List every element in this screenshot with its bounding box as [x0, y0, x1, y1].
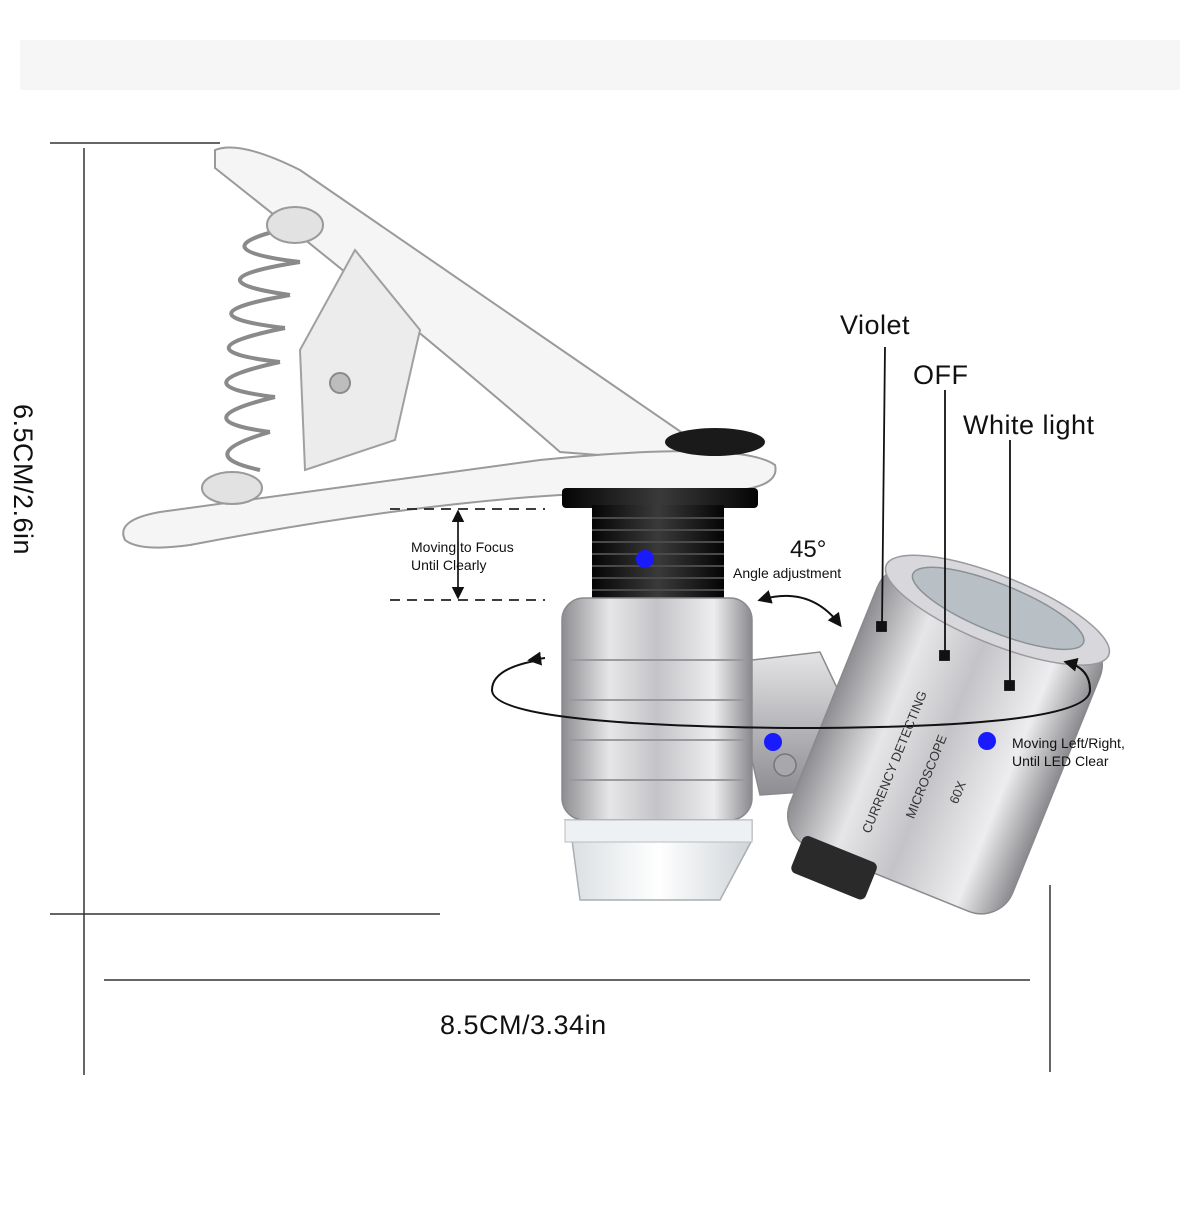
height-dimension-lines — [50, 142, 440, 1075]
focus-label-line2: Until Clearly — [411, 557, 487, 573]
switch-pointers — [876, 346, 1015, 691]
phone-clip — [122, 146, 777, 549]
microscope-head — [787, 554, 1111, 915]
angle-value: 45° — [790, 536, 827, 563]
violet-label: Violet — [840, 310, 911, 340]
blue-markers — [636, 550, 996, 751]
height-label: 6.5CM/2.6in — [8, 404, 38, 556]
hinge-marker — [764, 733, 782, 751]
angle-caption: Angle adjustment — [733, 565, 842, 581]
focus-range — [390, 508, 545, 601]
rotation-ellipse — [490, 651, 1092, 730]
width-dimension-lines — [104, 885, 1051, 1072]
move-label-line1: Moving Left/Right, — [1012, 735, 1125, 751]
focus-label: Moving to Focus Until Clearly — [411, 538, 514, 574]
move-label-line2: Until LED Clear — [1012, 753, 1109, 769]
off-label: OFF — [913, 360, 969, 390]
move-marker — [978, 732, 996, 750]
focus-marker — [636, 550, 654, 568]
white-light-label: White light — [963, 410, 1095, 440]
move-label: Moving Left/Right, Until LED Clear — [1012, 734, 1125, 770]
focus-label-line1: Moving to Focus — [411, 539, 514, 555]
width-label: 8.5CM/3.34in — [440, 1010, 607, 1040]
top-band — [20, 40, 1180, 90]
angle-arrow — [757, 590, 842, 628]
